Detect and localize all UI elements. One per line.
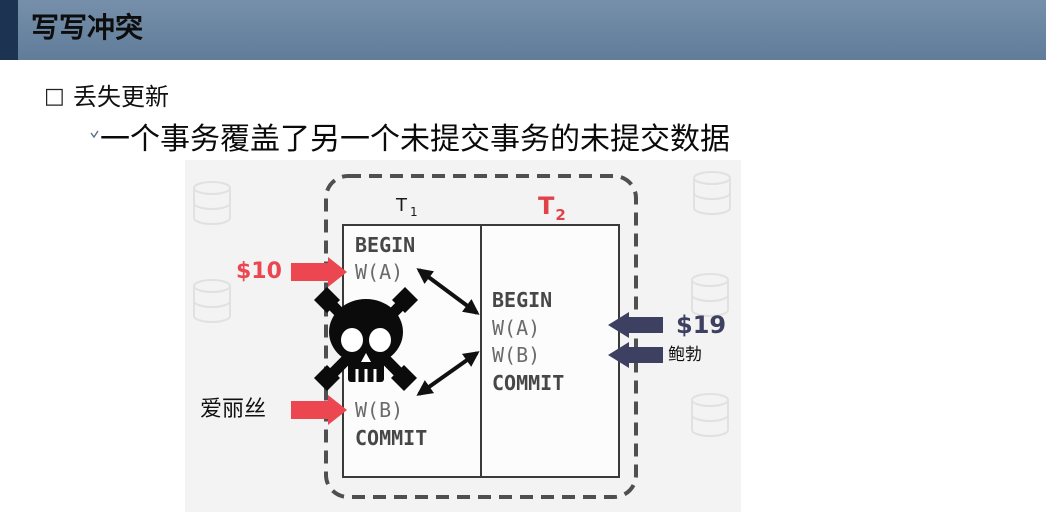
right-input-value: $19 xyxy=(676,311,727,339)
check-bullet-icon xyxy=(90,130,99,138)
t2-subscript: 2 xyxy=(555,206,566,224)
skull-crossbones-icon xyxy=(314,287,418,391)
left-input-name: 爱丽丝 xyxy=(200,397,267,422)
diagram-canvas xyxy=(193,171,731,499)
right-input-name: 鲍勃 xyxy=(668,345,702,365)
t1-subscript: 1 xyxy=(410,205,418,219)
database-icon xyxy=(691,273,729,317)
header-accent-stripe xyxy=(0,0,18,60)
t1-op-begin: BEGIN xyxy=(355,233,416,257)
slide-title: 写写冲突 xyxy=(31,11,144,44)
t2-op-write-a: W(A) xyxy=(492,316,541,340)
input-arrow-left xyxy=(608,312,663,338)
dashed-boundary xyxy=(324,174,638,499)
conflict-arrow xyxy=(416,351,480,396)
bullet-text: 丢失更新 xyxy=(73,83,169,111)
t2-letter: T xyxy=(538,192,555,220)
input-arrow-right xyxy=(291,257,347,287)
input-arrow-left xyxy=(608,342,663,368)
conflict-arrow xyxy=(416,268,480,315)
database-icon xyxy=(193,181,231,225)
t2-label: T2 xyxy=(538,192,566,224)
t2-op-begin: BEGIN xyxy=(492,288,553,312)
square-bullet-icon: □ xyxy=(44,84,65,109)
sub-bullet-text: 一个事务覆盖了另一个未提交事务的未提交数据 xyxy=(100,122,730,157)
database-icon xyxy=(193,279,231,323)
left-input-value: $10 xyxy=(236,259,282,284)
database-icon xyxy=(693,171,731,215)
t1-op-commit: COMMIT xyxy=(355,426,428,450)
slide-header: 写写冲突 xyxy=(0,0,1046,60)
t1-letter: T xyxy=(396,195,407,216)
database-icon xyxy=(691,393,729,437)
t2-op-write-b: W(B) xyxy=(492,343,541,367)
t1-op-write-a: W(A) xyxy=(355,260,404,284)
input-arrow-right xyxy=(291,395,347,425)
t2-op-commit: COMMIT xyxy=(492,371,565,395)
t1-op-write-b: W(B) xyxy=(355,398,404,422)
